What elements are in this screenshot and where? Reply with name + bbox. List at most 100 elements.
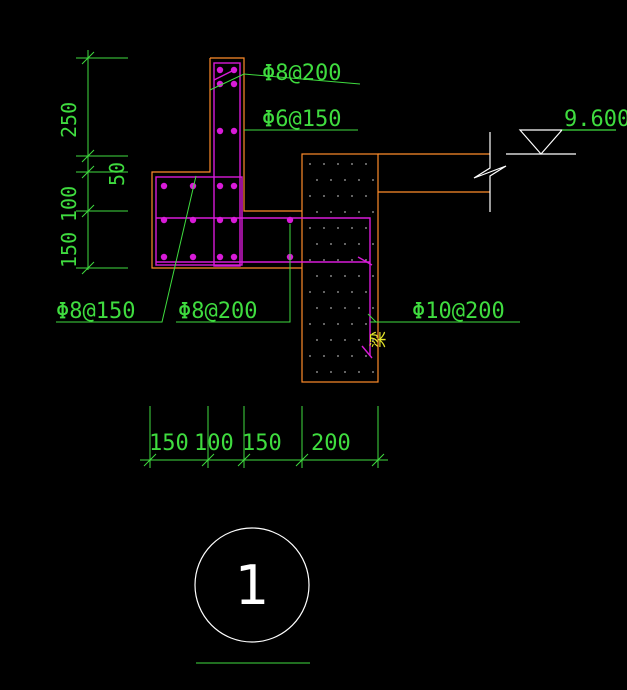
hatch-dot (358, 179, 360, 181)
leader-top-bar (209, 73, 361, 91)
hatch-dot (316, 371, 318, 373)
hatch-dot (330, 243, 332, 245)
hatch-dot (337, 227, 339, 229)
elevation-marker (506, 129, 616, 155)
hatch-dot (372, 243, 374, 245)
hatch-dot (316, 339, 318, 341)
hatch-dot (316, 307, 318, 309)
hatch-dot (358, 339, 360, 341)
vertical-dimension-chain (76, 50, 128, 275)
detail-circle (194, 527, 310, 643)
rebar-cage (155, 62, 373, 359)
bar-hook (361, 345, 373, 359)
hatch-dot (351, 291, 353, 293)
hatch-dot (330, 179, 332, 181)
hatch-dot (309, 291, 311, 293)
vertical-dim-label: 150 (57, 232, 81, 268)
hatch-dot (344, 243, 346, 245)
dim-tick (81, 149, 95, 163)
hatch-dot (358, 371, 360, 373)
hatch-dot (365, 291, 367, 293)
hatch-dot (330, 211, 332, 213)
left-bar-label: Φ8@150 (56, 299, 135, 324)
hatch-dot (351, 259, 353, 261)
hatch-dot (365, 259, 367, 261)
hatch-dot (358, 307, 360, 309)
hatch-dot (365, 163, 367, 165)
hatch-dot (337, 259, 339, 261)
hatch-dot (323, 323, 325, 325)
hatch-dot (351, 355, 353, 357)
concrete-hatch (309, 163, 374, 373)
leader-lines (56, 73, 520, 323)
hatch-dot (309, 355, 311, 357)
hatch-dot (365, 227, 367, 229)
hatch-dot (372, 371, 374, 373)
leader-middle-bar (176, 224, 291, 323)
hatch-dot (337, 323, 339, 325)
beam-anchor-bar (156, 217, 371, 356)
hatch-dot (372, 275, 374, 277)
hatch-dot (323, 195, 325, 197)
upstand-outline (210, 57, 302, 212)
hatch-dot (323, 355, 325, 357)
horizontal-dim-label: 100 (194, 431, 234, 456)
hatch-dot (372, 307, 374, 309)
hatch-dot (372, 211, 374, 213)
hatch-dot (330, 307, 332, 309)
concrete-outline (151, 57, 490, 383)
dim-tick (143, 453, 157, 467)
bar-hook (357, 256, 373, 266)
hatch-dot (337, 355, 339, 357)
beam-label: 梁 (369, 331, 389, 348)
hatch-dot (316, 179, 318, 181)
horizontal-dimension-chain (140, 406, 388, 468)
dim-tick (81, 261, 95, 275)
hatch-dot (309, 195, 311, 197)
hatch-dot (309, 227, 311, 229)
hatch-dot (351, 227, 353, 229)
hatch-dot (330, 275, 332, 277)
break-line-symbol (473, 132, 507, 212)
stirrup-label: Φ6@150 (262, 107, 341, 132)
dim-tick (201, 453, 215, 467)
vertical-dim-label: 250 (57, 102, 81, 138)
detail-marker: 1 (194, 527, 310, 664)
hatch-dot (365, 195, 367, 197)
horizontal-dim-label: 200 (311, 431, 351, 456)
elevation-triangle-icon (518, 129, 564, 155)
hatch-dot (316, 211, 318, 213)
hatch-dot (330, 339, 332, 341)
middle-bar-label: Φ8@200 (178, 299, 257, 324)
slab-outline (151, 58, 302, 269)
hatch-dot (344, 307, 346, 309)
hatch-dot (344, 179, 346, 181)
rebar-dots (160, 66, 294, 261)
hatch-dot (358, 275, 360, 277)
top-bar-label: Φ8@200 (262, 61, 341, 86)
leader-tick (367, 313, 377, 323)
horizontal-dim-label: 150 (242, 431, 282, 456)
leader-left-bar (56, 175, 197, 323)
dim-tick (371, 453, 385, 467)
hatch-dot (344, 275, 346, 277)
hatch-dot (351, 323, 353, 325)
dim-tick (81, 204, 95, 218)
hatch-dot (323, 259, 325, 261)
hatch-dot (316, 243, 318, 245)
upstand-stirrup (213, 62, 241, 267)
detail-number: 1 (235, 554, 269, 617)
hatch-dot (344, 371, 346, 373)
vertical-dim-label: 100 (57, 186, 81, 222)
vertical-dim-label: 50 (105, 162, 129, 186)
dim-tick (81, 51, 95, 65)
hatch-dot (323, 227, 325, 229)
hatch-dot (358, 243, 360, 245)
hatch-dot (372, 179, 374, 181)
hatch-dot (330, 371, 332, 373)
bar-hook (213, 69, 235, 81)
hatch-dot (316, 275, 318, 277)
hatch-dot (351, 163, 353, 165)
